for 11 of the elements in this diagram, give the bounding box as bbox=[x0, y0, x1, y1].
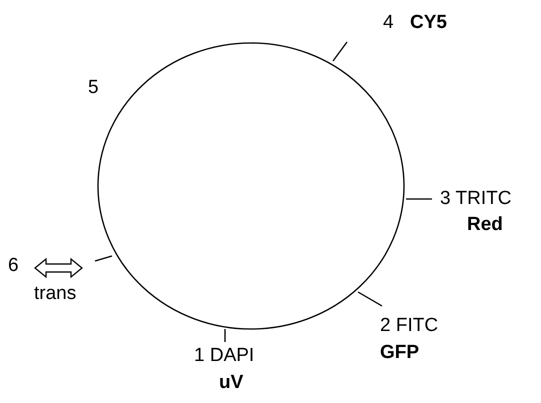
position-label: 1 DAPI bbox=[194, 345, 254, 367]
filter-name: Red bbox=[467, 214, 503, 236]
position-label: trans bbox=[34, 283, 76, 305]
position-label: 2 FITC bbox=[380, 315, 438, 337]
position-number: 6 bbox=[8, 255, 19, 277]
filter-name: uV bbox=[219, 372, 244, 394]
position-number: 5 bbox=[88, 77, 99, 99]
filter-name: GFP bbox=[380, 342, 420, 364]
filter-name: CY5 bbox=[410, 12, 447, 34]
position-label: 3 TRITC bbox=[440, 188, 512, 210]
position-number: 4 bbox=[383, 12, 394, 34]
